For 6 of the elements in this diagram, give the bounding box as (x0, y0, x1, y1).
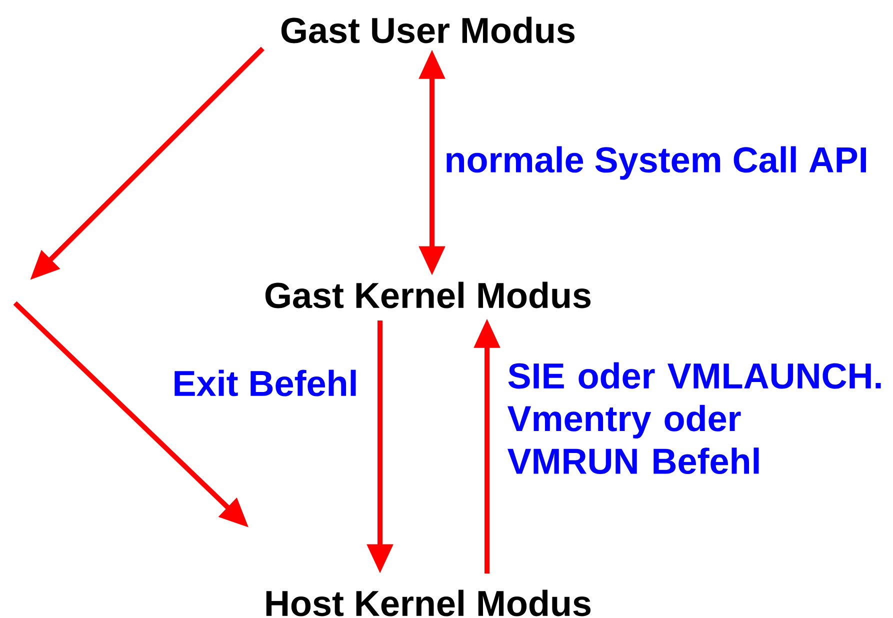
mode-label: Gast Kernel Modus (265, 282, 591, 308)
mode-label: Host Kernel Modus (266, 590, 591, 616)
mode-label: Gast User Modus (281, 16, 575, 44)
edge-label: SIE oder VMLAUNCH. Vmentry oder VMRUN Befehl (508, 362, 881, 474)
edge-label: Exit Befehl (174, 370, 356, 396)
edge-label: normale System Call API (446, 146, 866, 180)
